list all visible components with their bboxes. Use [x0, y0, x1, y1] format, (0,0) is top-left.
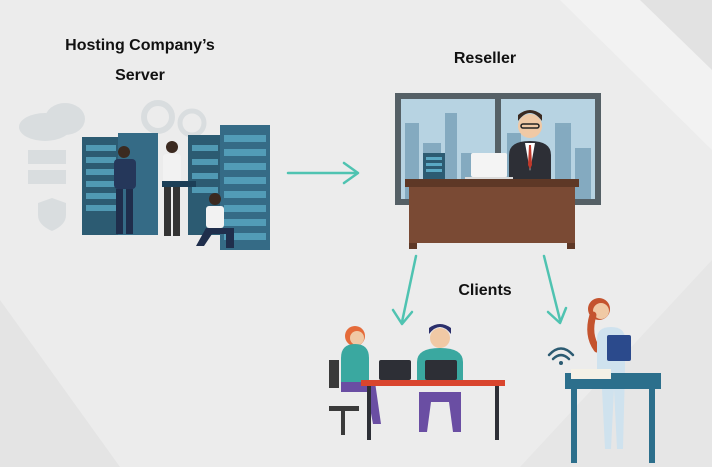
hosting-server-illustration	[19, 100, 270, 250]
arrows-reseller-to-clients	[391, 254, 568, 326]
clients-label: Clients	[458, 282, 512, 299]
hosting-label-line1: Hosting Company’s	[65, 37, 215, 54]
arrow-server-to-reseller	[286, 161, 360, 185]
technician-figures	[114, 141, 234, 248]
shield-icon	[38, 198, 66, 231]
laptop-icon	[471, 153, 507, 177]
reseller-label: Reseller	[453, 50, 517, 67]
hosting-company-title: Hosting Company’s Server	[40, 31, 240, 91]
cloud-icon	[19, 103, 85, 184]
wifi-icon	[547, 347, 575, 365]
reseller-office-illustration	[395, 93, 601, 249]
client-standing-illustration	[547, 298, 661, 463]
hosting-label-line2: Server	[115, 67, 165, 84]
clients-desk-illustration	[329, 324, 505, 440]
gear-icon	[141, 100, 207, 138]
